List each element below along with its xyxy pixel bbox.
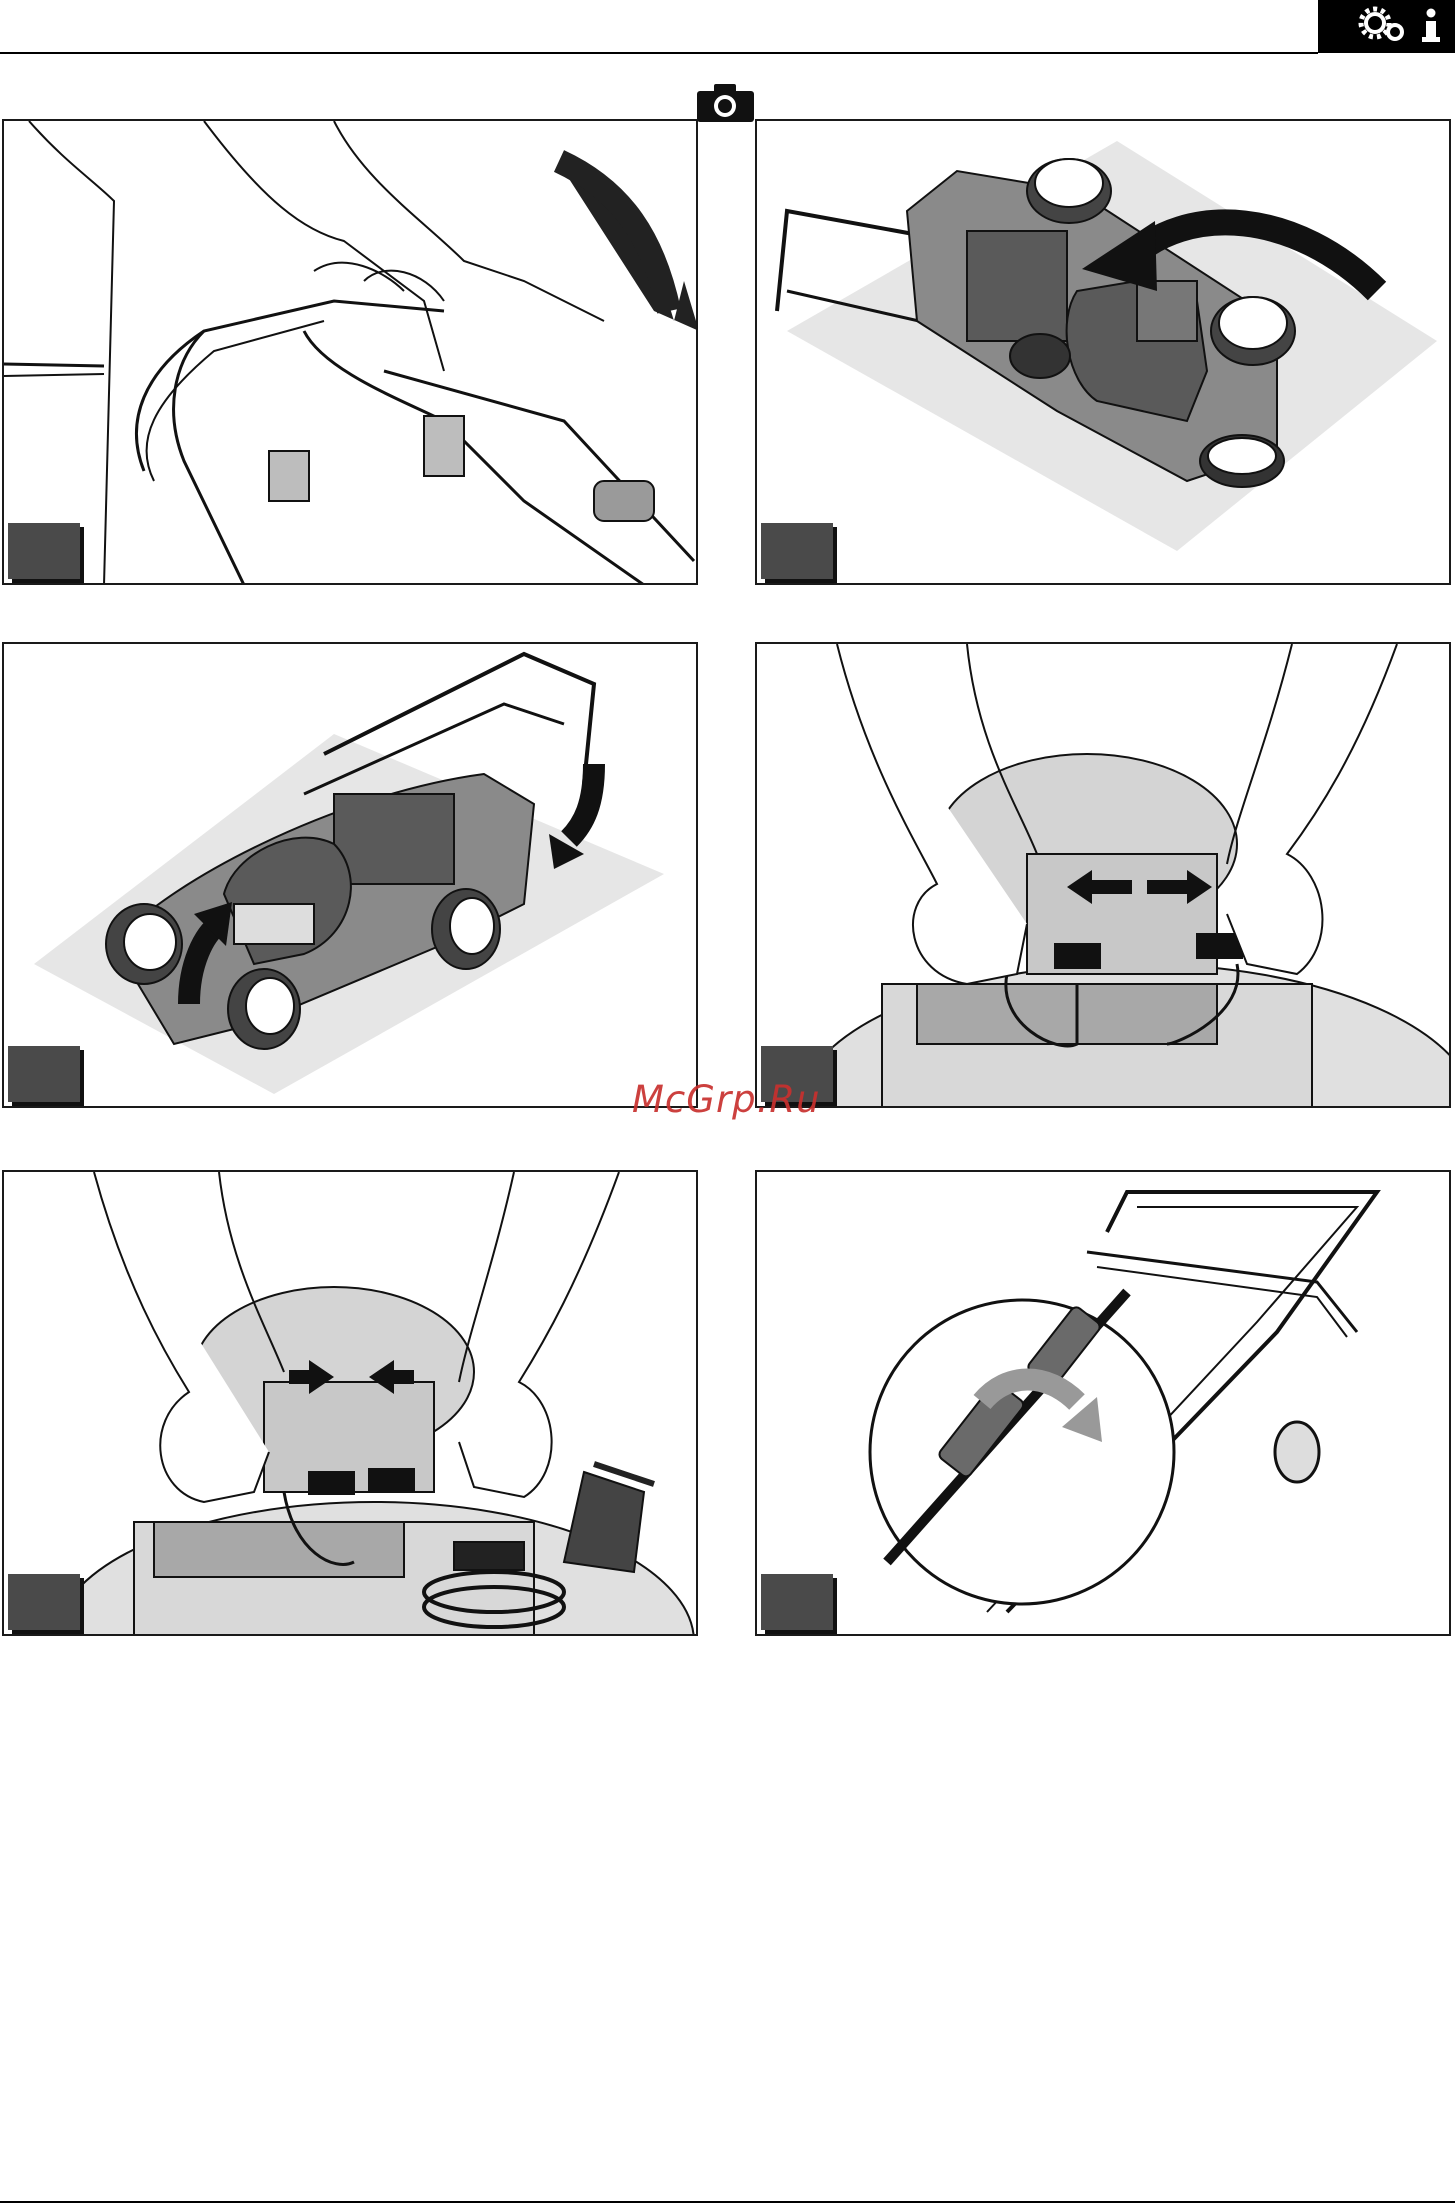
info-icon <box>1422 9 1440 43</box>
step-badge <box>761 523 833 579</box>
illustration-panel-5 <box>2 1170 698 1636</box>
footer-rule <box>0 2201 1455 2203</box>
illustration-panel-4 <box>755 642 1451 1108</box>
illustration-panel-1 <box>2 119 698 585</box>
header-rule <box>0 52 1318 54</box>
illustration-panel-2 <box>755 119 1451 585</box>
gears-icon <box>1361 9 1402 39</box>
step-badge <box>8 1574 80 1630</box>
step-badge <box>8 523 80 579</box>
camera-icon <box>697 83 754 122</box>
watermark-text: McGrp.Ru <box>632 1078 821 1121</box>
illustration-panel-6 <box>755 1170 1451 1636</box>
header-corner-block <box>1318 0 1455 53</box>
step-badge <box>761 1574 833 1630</box>
illustration-panel-3 <box>2 642 698 1108</box>
step-badge <box>8 1046 80 1102</box>
